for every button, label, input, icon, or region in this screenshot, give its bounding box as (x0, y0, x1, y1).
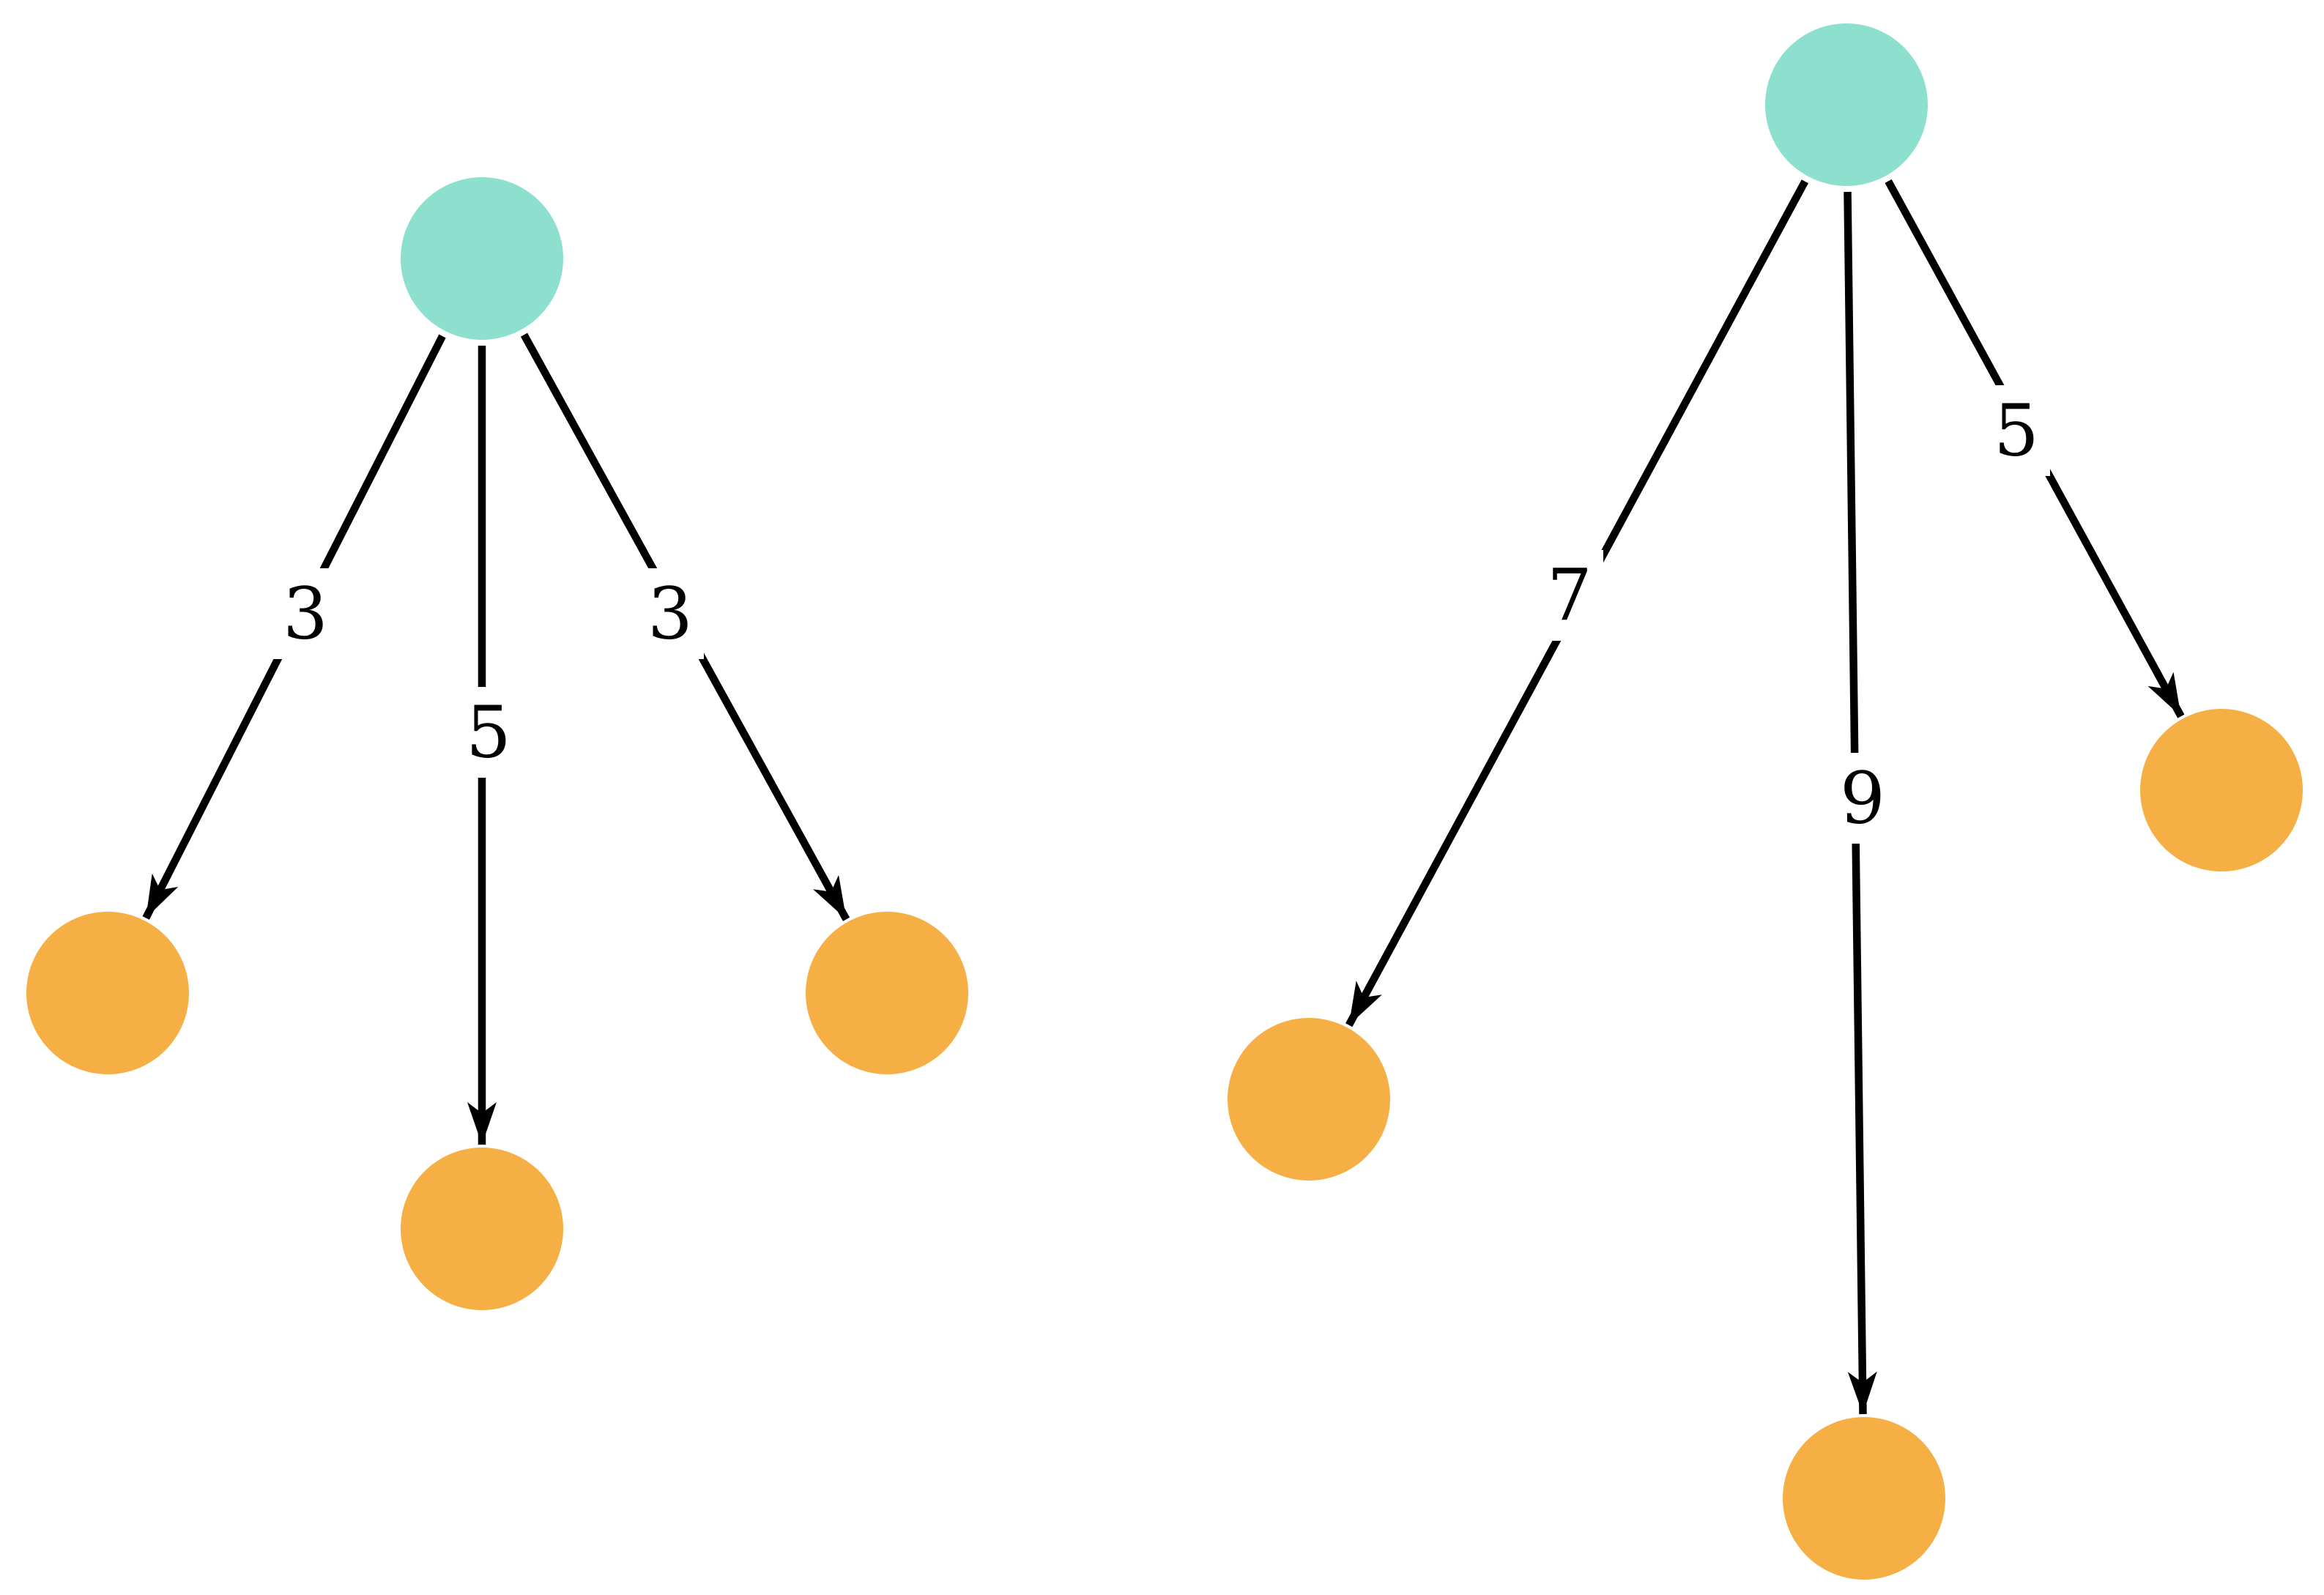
edge-label-background (455, 687, 522, 778)
nodes-layer (26, 23, 2303, 1580)
leaf-node (26, 912, 189, 1074)
edge-weight-label: 9 (1840, 757, 1885, 840)
edge-weight-label: 7 (1547, 554, 1592, 637)
edge-weight-label: 5 (1994, 390, 2039, 472)
edge-label-background (1536, 550, 1603, 641)
leaf-node (401, 1148, 563, 1310)
root-node (1765, 23, 1928, 186)
leaf-node (1228, 1018, 1390, 1181)
edge-weight-label: 3 (647, 573, 693, 655)
root-node (401, 177, 563, 340)
edge-label-background (1829, 753, 1896, 844)
leaf-node (2140, 709, 2303, 871)
edge-label-background (272, 568, 339, 659)
leaf-node (1783, 1417, 1945, 1580)
edge-label-background (1983, 385, 2050, 476)
leaf-node (806, 912, 968, 1074)
edge-weight-label: 5 (466, 691, 511, 774)
edge-label-background (636, 568, 704, 659)
edge-labels-layer: 3 5 3 7 9 5 (272, 385, 2050, 844)
edge-weight-label: 3 (283, 573, 328, 655)
